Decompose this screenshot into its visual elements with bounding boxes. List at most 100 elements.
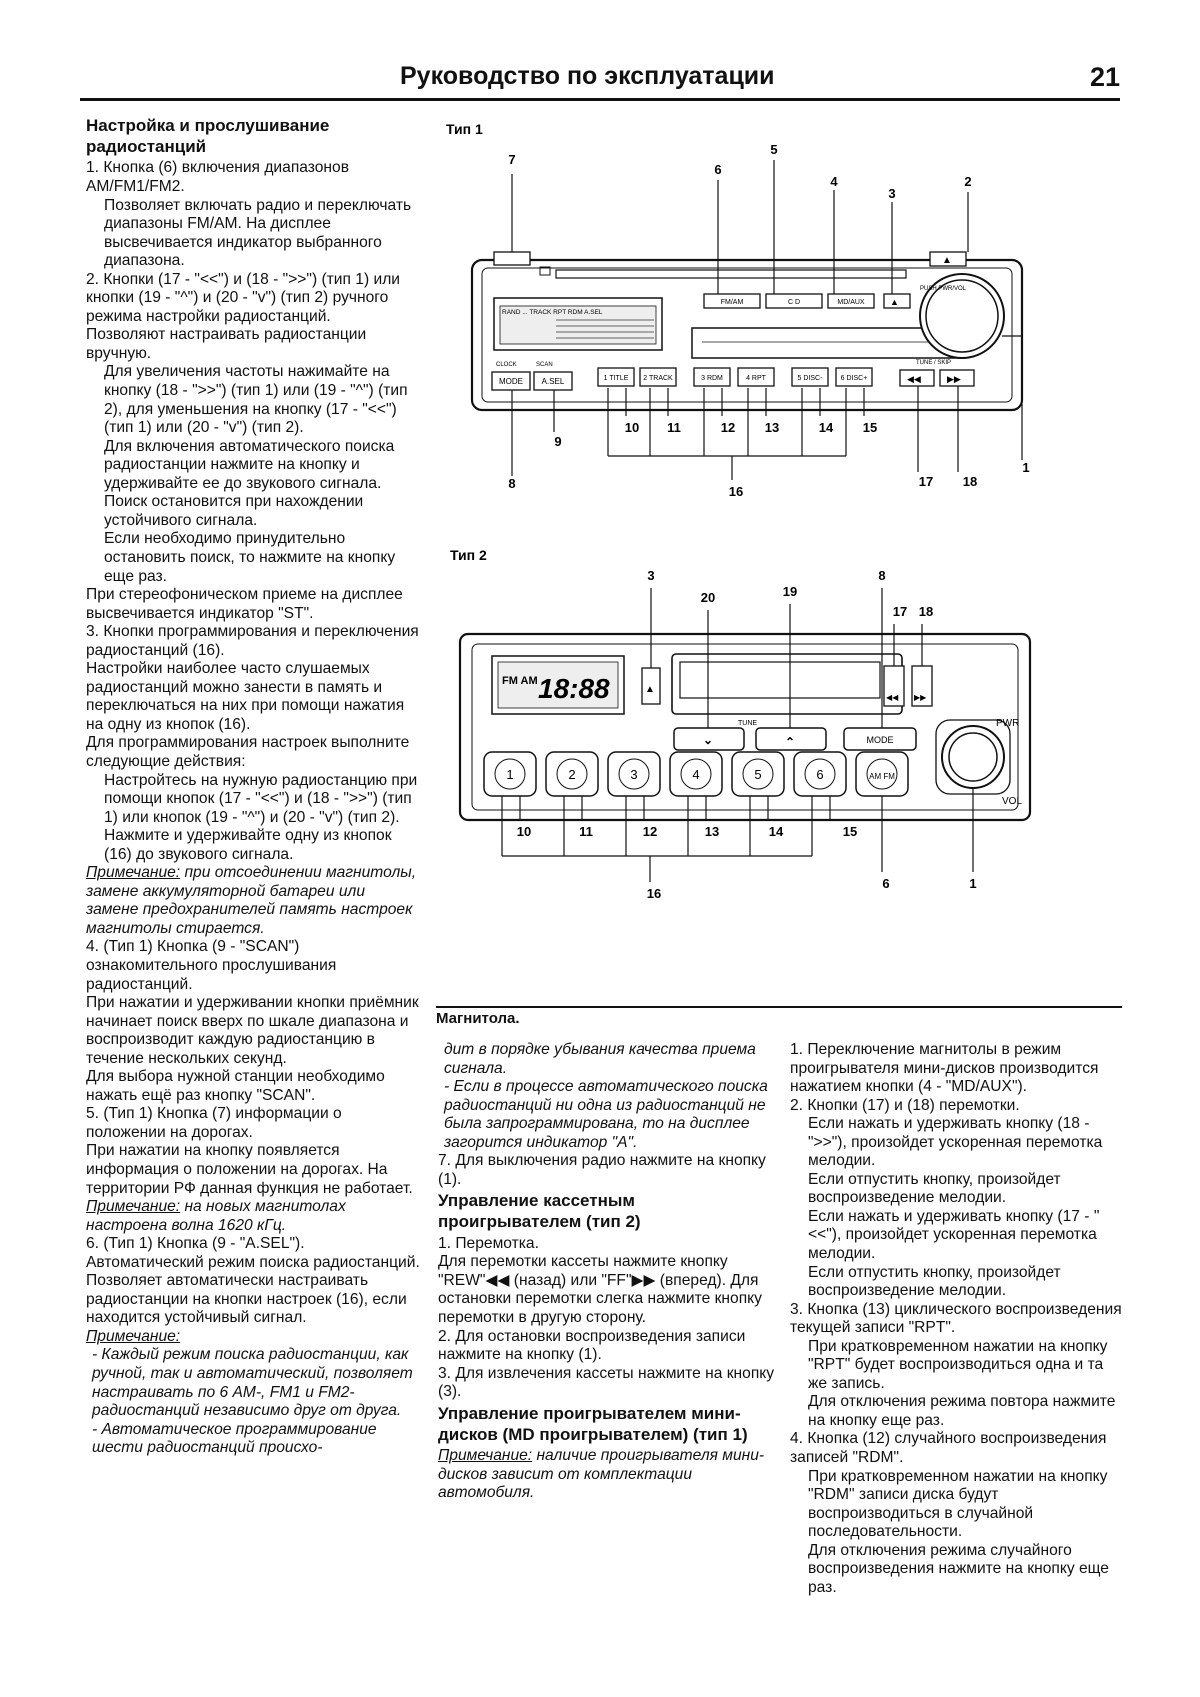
paragraph: Настройки наиболее часто слушаемых радио… (86, 660, 405, 733)
type1-label: Тип 1 (446, 121, 483, 137)
svg-text:13: 13 (765, 420, 779, 435)
radio-figure: Тип 1 RAND ... TRACK RPT RDM A.SEL PUSH … (436, 120, 1122, 1020)
svg-text:14: 14 (769, 824, 784, 839)
preset2-t1: 2 TRACK (643, 375, 673, 382)
type2-rew-button: ◀◀ (886, 693, 899, 702)
svg-text:15: 15 (863, 420, 877, 435)
type2-callout-numbers: 3 20 19 8 17 18 10 11 12 13 14 15 16 6 1 (517, 568, 977, 901)
svg-text:18: 18 (963, 474, 977, 489)
md-eject-icon: ▲ (890, 297, 899, 307)
paragraph: Нажмите и удерживайте одну из кнопок (16… (104, 827, 392, 863)
asel-button: A.SEL (542, 377, 565, 386)
note-item: - Каждый режим поиска радиостанции, как … (92, 1346, 413, 1420)
paragraph: 1. Кнопка (6) включения диапазонов AM/FM… (86, 159, 349, 196)
section-heading: Управление проигрывателем мини-дисков (M… (438, 1403, 748, 1444)
note-item: дит в порядке убывания качества приема с… (444, 1041, 756, 1077)
svg-text:12: 12 (643, 824, 657, 839)
paragraph: Если отпустить кнопку, произойдет воспро… (808, 1170, 1061, 1207)
svg-text:5: 5 (770, 142, 777, 157)
svg-text:6: 6 (714, 162, 721, 177)
paragraph: Позволяет автоматически настраивать ради… (86, 1272, 407, 1327)
paragraph: 1. Перемотка. (438, 1234, 539, 1252)
cd-button: C D (788, 299, 800, 306)
svg-text:11: 11 (667, 420, 681, 435)
svg-text:1: 1 (1022, 460, 1029, 475)
svg-text:10: 10 (625, 420, 639, 435)
note-paragraph: Примечание: (86, 1328, 420, 1347)
header-divider (80, 98, 1120, 101)
note-label: Примечание: (86, 1198, 181, 1216)
paragraph: 3. Кнопки программирования и переключени… (86, 623, 419, 659)
paragraph: При стереофоническом приеме на дисплее в… (86, 586, 403, 622)
svg-text:3: 3 (888, 186, 895, 201)
svg-text:4: 4 (830, 174, 838, 189)
figure-caption: Магнитола. (436, 1010, 520, 1027)
svg-text:17: 17 (893, 604, 907, 619)
paragraph: Позволяют настраивать радиостанции вручн… (86, 326, 367, 362)
paragraph: Настройтесь на нужную радиостанцию при п… (104, 771, 418, 826)
tune-skip-label: TUNE / SKIP (916, 360, 951, 366)
svg-text:3: 3 (647, 568, 654, 583)
paragraph: 3. Кнопка (13) циклического воспроизведе… (790, 1300, 1122, 1337)
eject-icon: ▲ (942, 255, 952, 266)
type2-preset-buttons: 1 2 3 4 5 6 AM FM (483, 751, 909, 797)
paragraph: Для включения автоматического поиска рад… (104, 437, 395, 529)
paragraph: Для отключения режима случайного воспрои… (808, 1541, 1109, 1596)
svg-text:20: 20 (701, 590, 715, 605)
text-column-right: 1. Переключение магнитолы в режим проигр… (790, 1041, 1122, 1597)
type1-display-text: RAND ... TRACK RPT RDM A.SEL (502, 309, 603, 316)
paragraph: 4. Кнопка (12) случайного воспроизведени… (790, 1430, 1107, 1467)
vol-label: VOL (1002, 796, 1022, 807)
paragraph: Для выбора нужной станции необходимо наж… (86, 1068, 385, 1104)
paragraph: Если необходимо принудительно остановить… (104, 530, 396, 585)
t2-preset-6: 6 (816, 767, 823, 782)
note-text: на новых магнитолах настроена волна 1620… (86, 1198, 346, 1234)
type2-eject-icon: ▲ (645, 684, 655, 695)
type2-label: Тип 2 (450, 547, 487, 563)
paragraph: 3. Для извлечения кассеты нажмите на кно… (438, 1364, 775, 1401)
paragraph: Если нажать и удерживать кнопку (17 - "<… (808, 1207, 1100, 1263)
paragraph: 4. (Тип 1) Кнопка (9 - "SCAN") ознакомит… (86, 938, 337, 993)
type2-display-band: FM AM (502, 675, 538, 687)
page-number: 21 (1089, 62, 1120, 92)
paragraph: Автоматический режим поиска радиостанций… (86, 1253, 420, 1271)
md-aux-button: MD/AUX (837, 299, 865, 306)
svg-text:19: 19 (783, 584, 797, 599)
note-item: - Если в процессе автоматического поиска… (444, 1078, 768, 1151)
fm-am-button: FM/AM (721, 299, 744, 306)
pwr-vol-label: PUSH PWR/VOL (920, 286, 967, 292)
preset5-t1: 5 DISC- (798, 375, 824, 382)
paragraph: Если нажать и удерживать кнопку (18 - ">… (808, 1115, 1103, 1170)
svg-text:7: 7 (508, 152, 515, 167)
svg-text:6: 6 (882, 876, 889, 891)
paragraph: 1. Переключение магнитолы в режим проигр… (790, 1041, 1099, 1096)
note-paragraph: Примечание: при отсоединении магнитолы, … (86, 864, 420, 938)
type1-callout-numbers: 7 6 5 4 3 2 1 8 9 10 11 12 13 14 15 16 1… (508, 142, 1029, 499)
tune-label: TUNE (738, 720, 757, 727)
page-title: Руководство по эксплуатации (400, 62, 775, 90)
section-heading: Управление кассетным проигрывателем (тип… (438, 1191, 641, 1232)
rew-button-t1: ◀◀ (907, 374, 921, 384)
svg-text:9: 9 (554, 434, 561, 449)
figure-divider (436, 1006, 1122, 1008)
paragraph: При кратковременном нажатии на кнопку "R… (808, 1467, 1108, 1541)
note-label: Примечание: (86, 864, 181, 882)
paragraph: Для программирования настроек выполните … (86, 734, 410, 770)
type2-display-digits: 18:88 (538, 673, 610, 704)
t2-preset-5: 5 (754, 767, 761, 782)
svg-text:15: 15 (843, 824, 857, 839)
paragraph: 6. (Тип 1) Кнопка (9 - "A.SEL"). (86, 1235, 305, 1253)
note-item: - Автоматическое программирование шести … (92, 1420, 377, 1457)
note-paragraph: Примечание: наличие проигрывателя мини-д… (438, 1447, 776, 1503)
svg-text:18: 18 (919, 604, 933, 619)
svg-text:8: 8 (508, 476, 515, 491)
type1-top-buttons: FM/AM C D MD/AUX ▲ (703, 293, 911, 309)
type1-bottom-buttons: CLOCK SCAN MODE A.SEL 1 TITLE 2 TRACK 3 … (491, 360, 975, 391)
svg-text:8: 8 (878, 568, 885, 583)
svg-text:1: 1 (969, 876, 976, 891)
preset6-t1: 6 DISC+ (841, 375, 868, 382)
svg-text:17: 17 (919, 474, 933, 489)
paragraph: 7. Для выключения радио нажмите на кнопк… (438, 1152, 766, 1188)
mode-button-t1: MODE (499, 377, 523, 386)
